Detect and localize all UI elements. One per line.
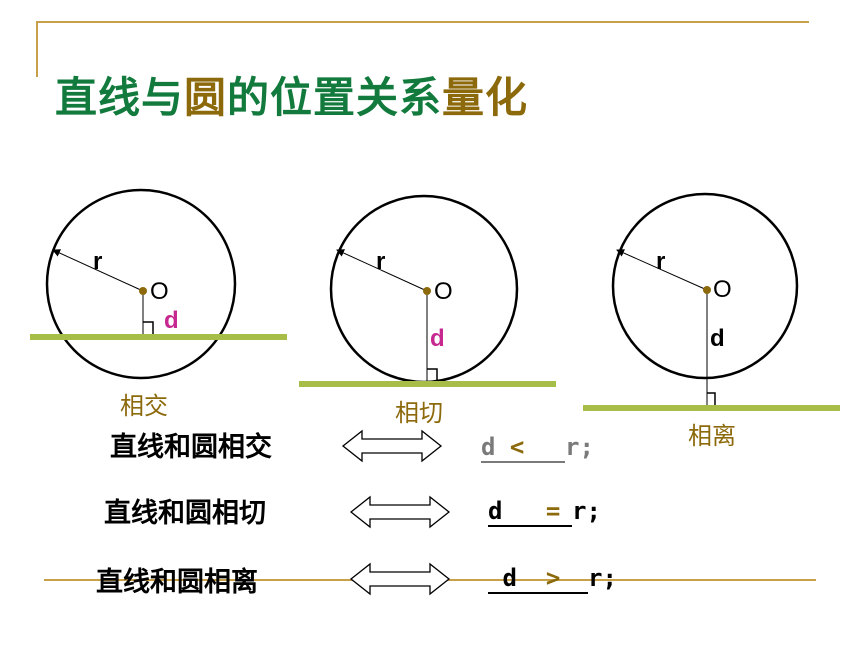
- diagram-intersect: r O d: [30, 188, 287, 380]
- radius-label-2: r: [376, 248, 385, 275]
- formula-tangent: d =r;: [488, 497, 601, 527]
- right-angle-3: [707, 392, 716, 407]
- double-arrow-icon: [349, 562, 451, 596]
- relation-text-intersect: 直线和圆相交: [110, 432, 272, 463]
- circle-3: [611, 192, 799, 380]
- right-angle-2: [427, 368, 438, 383]
- formula-d-1: d: [481, 433, 496, 461]
- formula-r-3: r: [588, 564, 603, 592]
- radius-label-3: r: [656, 248, 665, 275]
- radius-line-2: [336, 249, 428, 292]
- distance-label-1: d: [164, 307, 179, 334]
- radius-label-1: r: [93, 248, 102, 275]
- center-point-2: [423, 287, 431, 295]
- formula-end-2: ;: [586, 497, 601, 525]
- distance-label-2: d: [430, 325, 445, 352]
- title-part-1: 直线与: [55, 73, 185, 122]
- formula-r-2: r: [572, 497, 587, 525]
- title-part-3: 的位置关系: [227, 73, 443, 122]
- formula-symbol-equal: =: [545, 497, 561, 525]
- radius-line-1: [52, 249, 144, 292]
- formula-symbol-greater: >: [545, 564, 561, 592]
- formula-d-3: d: [502, 564, 517, 592]
- formula-intersect: d <r;: [481, 433, 594, 463]
- formula-symbol-less: <: [509, 433, 525, 461]
- center-label-1: O: [150, 278, 169, 305]
- formula-d-2: d: [488, 497, 503, 525]
- circle-1: [45, 188, 237, 380]
- diagram-tangent: r O d: [299, 194, 556, 387]
- diagram-separate: r O d: [583, 192, 840, 411]
- case-label-separate: 相离: [688, 422, 736, 450]
- title-part-2: 圆: [184, 73, 228, 122]
- page-title: 直线与圆的位置关系量化: [55, 64, 528, 125]
- formula-blank-2: d =: [488, 497, 572, 527]
- relation-text-tangent: 直线和圆相切: [104, 498, 266, 529]
- formula-blank-1: d <: [481, 433, 565, 463]
- center-point-1: [139, 287, 147, 295]
- case-label-intersect: 相交: [120, 392, 168, 420]
- double-arrow-icon: [341, 429, 443, 463]
- formula-blank-3: d >: [488, 564, 588, 594]
- right-angle-1: [143, 321, 154, 336]
- center-point-3: [703, 286, 711, 294]
- formula-end-3: ;: [602, 564, 617, 592]
- frame-left-line: [36, 21, 38, 77]
- case-label-tangent: 相切: [395, 399, 443, 427]
- formula-r-1: r: [565, 433, 580, 461]
- formula-end-1: ;: [579, 433, 594, 461]
- center-label-2: O: [434, 278, 453, 305]
- center-label-3: O: [713, 276, 732, 303]
- distance-label-3: d: [710, 325, 725, 352]
- double-arrow-icon: [349, 495, 451, 529]
- title-part-4: 量化: [442, 73, 529, 122]
- frame-top-line: [36, 21, 809, 23]
- relation-text-separate: 直线和圆相离: [96, 567, 258, 598]
- radius-line-3: [616, 249, 708, 291]
- formula-separate: d >r;: [488, 564, 617, 594]
